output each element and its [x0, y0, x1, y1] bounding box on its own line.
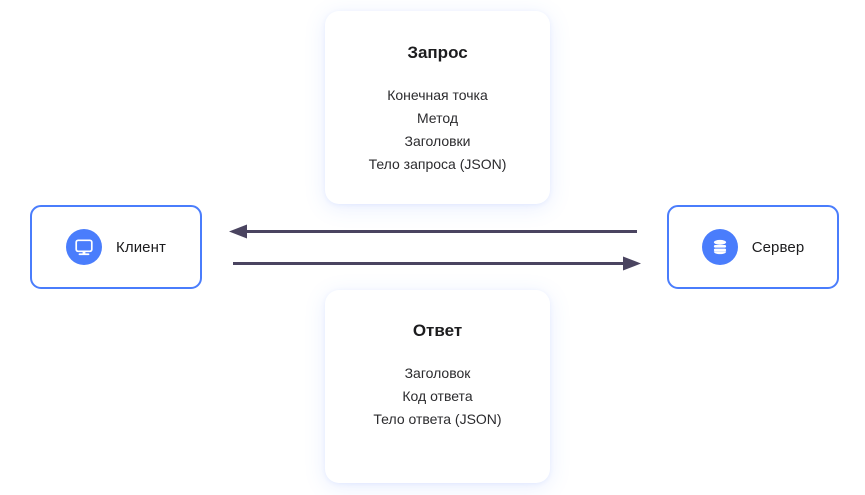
request-line-body: Тело запроса (JSON) — [368, 156, 507, 172]
node-server-label: Сервер — [751, 238, 805, 256]
request-line-headers: Заголовки — [404, 133, 471, 149]
request-line-method: Метод — [416, 110, 459, 126]
response-card: Ответ Заголовок Код ответа Тело ответа (… — [325, 290, 550, 483]
response-line-body: Тело ответа (JSON) — [373, 411, 502, 427]
database-icon — [701, 229, 738, 265]
node-server[interactable]: Сервер — [667, 205, 839, 289]
node-client-label: Клиент — [116, 238, 166, 256]
request-arrow — [233, 256, 641, 271]
node-client[interactable]: Клиент — [30, 205, 202, 289]
response-line-header: Заголовок — [404, 365, 471, 381]
request-card-title: Запрос — [407, 43, 468, 62]
response-card-lines: Заголовок Код ответа Тело ответа (JSON) — [325, 362, 550, 431]
response-card-title: Ответ — [412, 321, 463, 340]
request-card: Запрос Конечная точка Метод Заголовки Те… — [325, 11, 550, 204]
response-line-status-code: Код ответа — [402, 388, 473, 404]
monitor-icon — [66, 229, 103, 265]
request-card-lines: Конечная точка Метод Заголовки Тело запр… — [325, 84, 550, 176]
request-line-endpoint: Конечная точка — [387, 87, 488, 103]
response-arrow — [229, 224, 637, 239]
